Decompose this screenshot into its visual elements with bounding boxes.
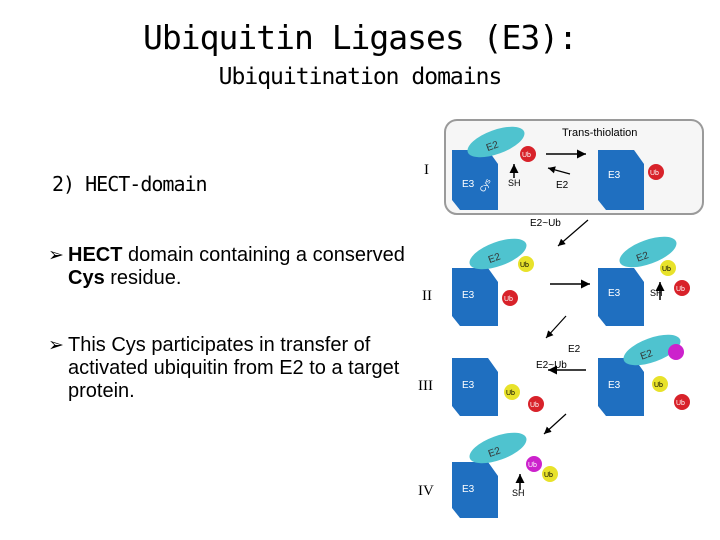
binding-arrow bbox=[557, 219, 589, 247]
e3-label: E3 bbox=[462, 380, 475, 391]
ub-label: Ub bbox=[528, 462, 537, 469]
release-arrow bbox=[547, 166, 571, 175]
ub-label: Ub bbox=[522, 152, 531, 159]
sh-label: SH bbox=[512, 488, 525, 498]
e2-label: E2 bbox=[487, 251, 503, 266]
step-label-3: III bbox=[418, 378, 433, 394]
e2-ellipse bbox=[469, 432, 527, 464]
bullet-1-bold-cys: Cys bbox=[68, 267, 105, 289]
e3-label: E3 bbox=[462, 179, 475, 190]
ub-label: Ub bbox=[530, 402, 539, 409]
ub-yellow bbox=[542, 466, 558, 482]
sh-label: SH bbox=[508, 178, 521, 188]
step-arrow bbox=[543, 413, 567, 435]
e3-block bbox=[452, 268, 498, 326]
ub-label: Ub bbox=[650, 170, 659, 177]
ub-label: Ub bbox=[520, 262, 529, 269]
e3-label: E3 bbox=[608, 380, 621, 391]
arrow-bullet-icon: ➢ bbox=[48, 334, 64, 356]
bullet-1-bold-hect: HECT bbox=[68, 244, 123, 266]
ub-yellow bbox=[518, 256, 534, 272]
bullet-1: ➢ HECT domain containing a conserved Cys… bbox=[48, 244, 408, 290]
ub-yellow bbox=[652, 376, 668, 392]
ub-magenta bbox=[526, 456, 542, 472]
bullet-2-text: This Cys participates in transfer of act… bbox=[68, 334, 400, 402]
ub-label: Ub bbox=[662, 266, 671, 273]
ub-red bbox=[520, 146, 536, 162]
slide-title: Ubiquitin Ligases (E3): bbox=[143, 18, 578, 57]
ub-yellow bbox=[504, 384, 520, 400]
e2-release-label: E2 bbox=[556, 180, 569, 191]
e2-ellipse bbox=[619, 236, 677, 268]
e2-ub-label: E2~Ub bbox=[530, 218, 561, 229]
ub-red bbox=[648, 164, 664, 180]
step-arrow bbox=[545, 315, 567, 339]
ub-label: Ub bbox=[504, 296, 513, 303]
ub-magenta bbox=[668, 344, 684, 360]
e3-label: E3 bbox=[608, 170, 621, 181]
e3-label: E3 bbox=[462, 484, 475, 495]
step-label-1: I bbox=[424, 162, 429, 178]
e3-block bbox=[598, 358, 644, 416]
ub-label: Ub bbox=[506, 390, 515, 397]
e3-block bbox=[452, 358, 498, 416]
e2-label: E2 bbox=[639, 348, 655, 363]
ub-label: Ub bbox=[676, 400, 685, 407]
trans-thiolation-label: Trans-thiolation bbox=[562, 127, 637, 139]
step-label-4: IV bbox=[418, 483, 434, 499]
e2-label: E2 bbox=[487, 445, 503, 460]
ub-red bbox=[502, 290, 518, 306]
ub-red bbox=[674, 394, 690, 410]
e2-ellipse bbox=[469, 238, 527, 270]
e2-label: E2 bbox=[485, 139, 501, 154]
bullet-1-text-a: domain containing a conserved bbox=[122, 244, 405, 266]
step-label-2: II bbox=[422, 288, 432, 304]
e2-ellipse bbox=[623, 334, 681, 366]
arrow-bullet-icon: ➢ bbox=[48, 244, 64, 266]
ub-label: Ub bbox=[676, 286, 685, 293]
ub-label: Ub bbox=[654, 382, 663, 389]
e3-block bbox=[452, 462, 498, 518]
e2-release-label: E2 bbox=[568, 344, 581, 355]
e3-block bbox=[598, 150, 644, 210]
hect-mechanism-diagram: I II III IV Trans-thiolation E3 Cys E2 U… bbox=[418, 119, 704, 518]
slide-subtitle: Ubiquitination domains bbox=[218, 64, 503, 90]
e3-block bbox=[598, 268, 644, 326]
e2-label: E2 bbox=[635, 250, 651, 265]
e3-label: E3 bbox=[462, 290, 475, 301]
e2-ellipse bbox=[467, 126, 525, 158]
ub-red bbox=[528, 396, 544, 412]
bullet-2: ➢ This Cys participates in transfer of a… bbox=[48, 334, 408, 403]
sh-label: SH bbox=[650, 288, 663, 298]
bullet-1-text-b: residue. bbox=[104, 267, 182, 289]
ub-yellow bbox=[660, 260, 676, 276]
section-heading: 2) HECT-domain bbox=[52, 172, 208, 196]
ub-red bbox=[674, 280, 690, 296]
ub-label: Ub bbox=[544, 472, 553, 479]
e3-block bbox=[452, 150, 498, 210]
e3-label: E3 bbox=[608, 288, 621, 299]
